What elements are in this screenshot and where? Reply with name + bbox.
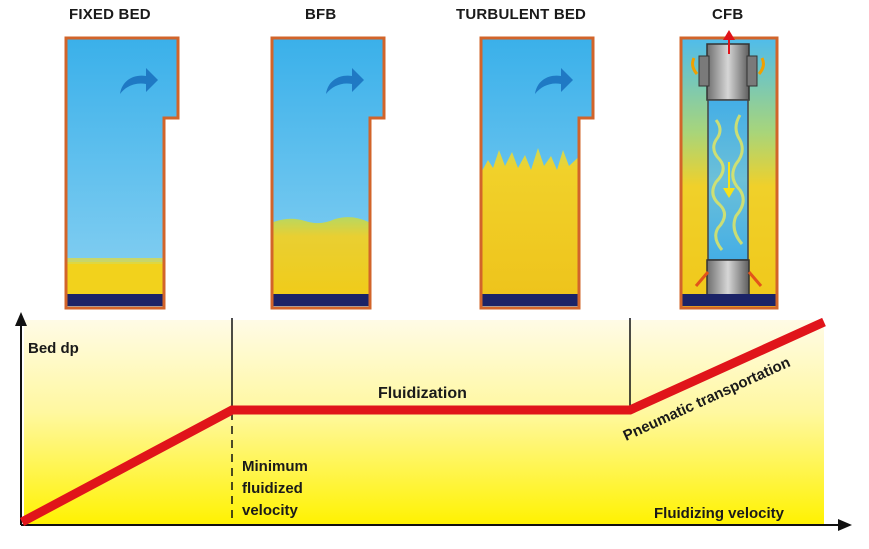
gas-exit-arrow-icon <box>723 30 735 54</box>
pressure-drop-curve <box>19 317 826 526</box>
solids-return-arrow-icon <box>747 271 763 287</box>
solids-down-arrow-icon <box>723 162 735 198</box>
recirculation-arrow-icon <box>757 57 765 75</box>
vessel-bfb <box>270 36 386 310</box>
fluidization-label: Fluidization <box>378 385 467 402</box>
gas-flow-arrow-icon <box>120 68 158 94</box>
min-fluidized-velocity-label: Minimum fluidized velocity <box>242 456 308 522</box>
title-turbulent-bed: TURBULENT BED <box>456 6 587 23</box>
x-axis-label: Fluidizing velocity <box>654 505 785 522</box>
title-bfb: BFB <box>305 6 337 23</box>
graph-background <box>24 320 824 525</box>
min-velocity-line-3: velocity <box>242 502 298 519</box>
bubbling-bed-solids <box>273 217 369 294</box>
min-velocity-line-1: Minimum <box>242 458 308 475</box>
vessel-fixed-bed <box>64 36 180 310</box>
fixed-bed-solids <box>67 262 163 294</box>
x-axis-arrow-icon <box>838 519 852 531</box>
distributor-plate <box>67 294 163 306</box>
pressure-drop-graph: Fluidization Pneumatic transportation <box>15 312 852 531</box>
gas-flow-arrow-icon <box>535 68 573 94</box>
turbulent-bed-solids <box>482 148 578 294</box>
vessel-turbulent-bed <box>479 36 595 310</box>
solids-return-arrow-icon <box>694 271 710 287</box>
title-fixed-bed: FIXED BED <box>69 6 151 23</box>
recirculation-arrow-icon <box>691 57 699 75</box>
vessel-cfb <box>679 30 779 310</box>
gas-flow-arrow-icon <box>326 68 364 94</box>
y-axis-arrow-icon <box>15 312 27 326</box>
min-velocity-line-2: fluidized <box>242 480 303 497</box>
y-axis-label: Bed dp <box>28 340 79 357</box>
title-cfb: CFB <box>712 6 744 23</box>
